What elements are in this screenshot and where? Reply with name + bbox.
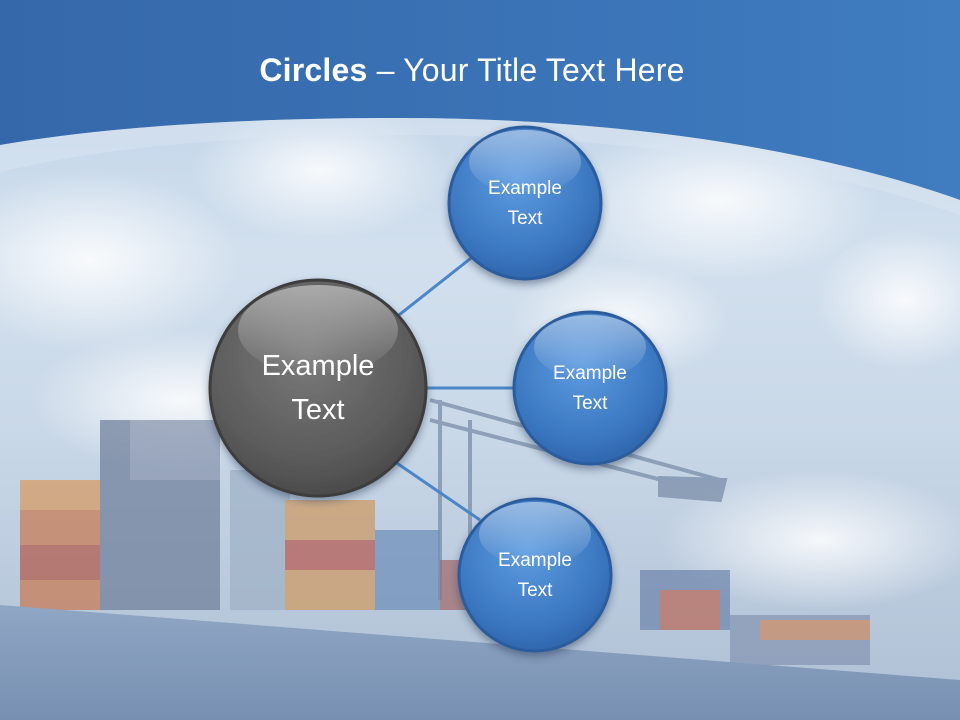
header-band	[0, 0, 960, 200]
node-1-line1: Example	[488, 178, 562, 199]
node-circle-1	[447, 125, 603, 281]
slide-title: Circles – Your Title Text Here	[0, 52, 944, 89]
node-1-line2: Text	[507, 208, 543, 229]
node-2-line1: Example	[553, 363, 627, 384]
center-circle	[208, 278, 428, 498]
node-circle-3	[457, 497, 613, 653]
title-rest: – Your Title Text Here	[367, 52, 685, 88]
connector-3	[384, 453, 481, 522]
center-label-line1: Example	[261, 350, 375, 382]
header-arc	[0, 118, 960, 215]
node-3-line2: Text	[517, 580, 553, 601]
node-circle-2	[512, 310, 668, 466]
ship-hull	[0, 605, 960, 720]
center-label-line2: Text	[291, 394, 345, 426]
title-bold: Circles	[259, 52, 368, 88]
node-2-line2: Text	[572, 393, 608, 414]
container-stacks	[20, 420, 870, 665]
node-3-line1: Example	[498, 550, 572, 571]
